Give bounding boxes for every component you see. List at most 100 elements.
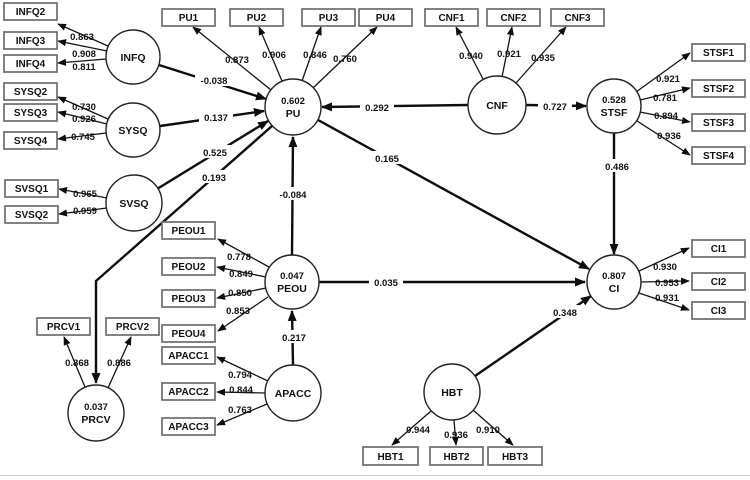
indicator-ci2[interactable]: CI2 — [691, 272, 746, 291]
edge-hbt-hbt3 — [472, 409, 514, 446]
indicator-apacc1[interactable]: APACC1 — [161, 346, 216, 365]
svg-text:0.292: 0.292 — [365, 103, 389, 114]
latent-hbt-label: HBT — [441, 387, 463, 399]
indicator-infq4[interactable]: INFQ4 — [3, 54, 58, 73]
indicator-svsq1[interactable]: SVSQ1 — [4, 179, 59, 198]
latent-svsq[interactable]: SVSQ — [105, 174, 163, 232]
indicator-cnf2[interactable]: CNF2 — [486, 8, 541, 27]
edge-sysq-sysq4 — [57, 132, 107, 142]
svg-text:0.348: 0.348 — [553, 308, 577, 319]
indicator-hbt2[interactable]: HBT2 — [429, 446, 484, 466]
edge-peou-peou4 — [217, 296, 269, 332]
svg-text:0.727: 0.727 — [543, 102, 567, 113]
latent-cnf[interactable]: CNF — [467, 75, 527, 135]
indicator-stsf3[interactable]: STSF3 — [691, 113, 746, 132]
indicator-stsf2-label: STSF2 — [703, 84, 735, 95]
indicator-stsf2[interactable]: STSF2 — [691, 79, 746, 98]
indicator-prcv2[interactable]: PRCV2 — [105, 317, 160, 336]
edge-cnf-pu — [321, 102, 469, 112]
indicator-stsf4[interactable]: STSF4 — [691, 146, 746, 165]
indicator-pu1[interactable]: PU1 — [161, 8, 216, 27]
indicator-pu3-label: PU3 — [319, 13, 339, 24]
svg-text:0.035: 0.035 — [374, 278, 398, 289]
svg-text:0.193: 0.193 — [202, 173, 226, 184]
svg-text:0.525: 0.525 — [203, 148, 227, 159]
loading-stsf2: 0.781 — [653, 93, 677, 104]
indicator-ci3[interactable]: CI3 — [691, 301, 746, 320]
loading-svsq2: 0.959 — [73, 206, 97, 217]
edge-peou-peou1 — [217, 238, 270, 268]
indicator-pu2[interactable]: PU2 — [229, 8, 284, 27]
indicator-pu1-label: PU1 — [179, 13, 199, 24]
indicator-hbt3[interactable]: HBT3 — [487, 446, 543, 466]
indicator-stsf1[interactable]: STSF1 — [691, 43, 746, 62]
svg-text:0.217: 0.217 — [282, 333, 306, 344]
edge-pu-ci — [317, 118, 590, 271]
indicator-prcv1[interactable]: PRCV1 — [36, 317, 91, 336]
loading-peou4: 0.853 — [226, 306, 250, 317]
edge-infq-infq3 — [57, 39, 108, 52]
svg-text:0.137: 0.137 — [204, 113, 228, 124]
latent-sysq[interactable]: SYSQ — [105, 102, 161, 158]
loading-cnf2: 0.921 — [497, 49, 521, 60]
loading-hbt1: 0.944 — [406, 425, 430, 436]
edge-prcv-prcv2 — [107, 336, 132, 389]
edge-stsf-stsf4 — [636, 120, 691, 156]
indicator-cnf3-label: CNF3 — [564, 13, 591, 24]
indicator-svsq2[interactable]: SVSQ2 — [4, 205, 59, 224]
path-coef-cnf-stsf: 0.727 — [538, 99, 572, 113]
edge-ci-ci1 — [638, 247, 690, 272]
loading-apacc1: 0.794 — [228, 370, 252, 381]
latent-infq[interactable]: INFQ — [105, 29, 161, 85]
indicator-infq3[interactable]: INFQ3 — [3, 31, 58, 50]
indicator-sysq3-label: SYSQ3 — [14, 108, 48, 119]
latent-infq-label: INFQ — [120, 52, 145, 64]
indicator-apacc3-label: APACC3 — [168, 422, 209, 433]
indicator-pu3[interactable]: PU3 — [301, 8, 356, 27]
indicator-cnf1[interactable]: CNF1 — [424, 8, 479, 27]
loading-hbt2: 0.936 — [444, 430, 468, 441]
loading-stsf1: 0.921 — [656, 74, 680, 85]
indicator-stsf4-label: STSF4 — [703, 151, 735, 162]
indicator-peou1[interactable]: PEOU1 — [161, 221, 216, 240]
indicator-peou3-label: PEOU3 — [172, 294, 206, 305]
loading-peou2: 0.849 — [229, 269, 253, 280]
loading-sysq2: 0.730 — [72, 102, 96, 113]
latent-ci-r2: 0.807 — [602, 271, 626, 282]
indicator-ci3-label: CI3 — [711, 306, 727, 317]
indicator-hbt1[interactable]: HBT1 — [362, 446, 419, 466]
indicator-apacc3[interactable]: APACC3 — [161, 417, 216, 436]
indicator-infq2[interactable]: INFQ2 — [3, 2, 58, 21]
edge-svsq-svsq2 — [58, 207, 108, 217]
indicator-peou3[interactable]: PEOU3 — [161, 289, 216, 308]
edge-pu-pu1 — [192, 26, 272, 91]
indicator-cnf3[interactable]: CNF3 — [550, 8, 605, 27]
loading-peou3: 0.850 — [228, 288, 252, 299]
edge-ci-ci3 — [638, 292, 690, 311]
indicator-peou4[interactable]: PEOU4 — [161, 324, 216, 343]
indicator-sysq3[interactable]: SYSQ3 — [3, 103, 58, 122]
indicator-peou2[interactable]: PEOU2 — [161, 257, 216, 276]
indicator-apacc2[interactable]: APACC2 — [161, 382, 216, 401]
indicator-pu4[interactable]: PU4 — [358, 8, 413, 27]
indicator-ci1[interactable]: CI1 — [691, 239, 746, 258]
path-coef-apacc-peou: 0.217 — [277, 330, 311, 344]
path-coef-svsq-pu: 0.525 — [198, 145, 232, 159]
path-coef-stsf-ci: 0.486 — [600, 159, 634, 173]
latent-apacc[interactable]: APACC — [264, 364, 322, 422]
latent-peou-label: PEOU — [277, 283, 307, 295]
latent-hbt[interactable]: HBT — [423, 363, 481, 421]
loading-infq4: 0.811 — [72, 62, 96, 73]
indicator-sysq4[interactable]: SYSQ4 — [3, 131, 58, 150]
edge-sysq-sysq2 — [57, 96, 109, 120]
svg-text:0.165: 0.165 — [375, 154, 399, 165]
loading-ci1: 0.930 — [653, 262, 677, 273]
indicator-ci1-label: CI1 — [711, 244, 727, 255]
indicator-sysq2[interactable]: SYSQ2 — [3, 82, 58, 101]
